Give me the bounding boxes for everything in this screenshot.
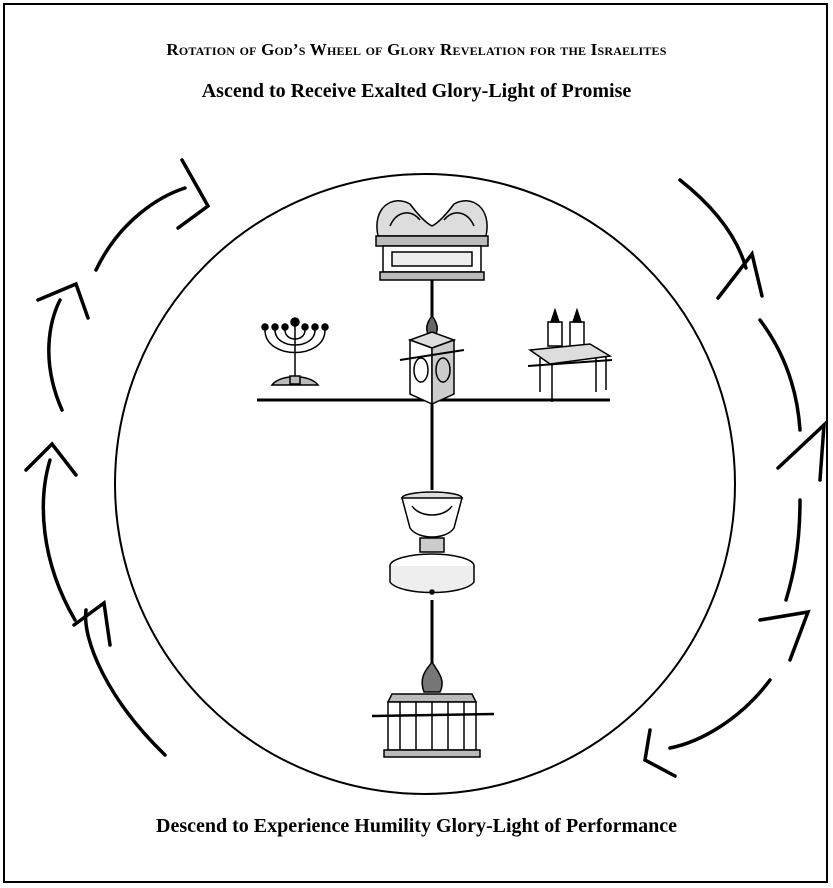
ascend-arrows-left <box>24 158 211 757</box>
top-caption: Ascend to Receive Exalted Glory-Light of… <box>201 80 632 102</box>
wheel-circle <box>114 173 736 795</box>
bottom-caption: Descend to Experience Humility Glory-Lig… <box>156 815 677 837</box>
descend-arrow-3 <box>784 498 802 602</box>
ascend-arrow-1 <box>83 608 167 757</box>
descend-arrow-2 <box>758 318 802 432</box>
descend-arrow-4 <box>668 678 772 750</box>
descend-arrowhead-1 <box>716 250 764 300</box>
descend-arrowhead-3 <box>758 609 811 662</box>
ascend-arrowhead-3 <box>36 281 90 320</box>
ascend-arrowhead-2 <box>24 441 78 477</box>
ascend-arrowhead-4 <box>176 158 211 230</box>
descend-arrows-right <box>643 178 827 778</box>
diagram-title: Rotation of God’s Wheel of Glory Revelat… <box>166 40 667 59</box>
altar-of-incense-icon <box>399 314 465 406</box>
descend-arrow-1 <box>678 178 748 270</box>
ascend-arrow-2 <box>41 458 77 622</box>
ascend-arrow-4 <box>94 186 187 272</box>
ark-of-covenant-icon <box>375 200 489 281</box>
brazen-altar-icon <box>371 660 495 758</box>
table-of-showbread-icon <box>527 307 613 402</box>
descend-arrowhead-4 <box>643 728 677 778</box>
menorah-icon <box>261 317 329 386</box>
page-border <box>3 3 828 883</box>
ascend-arrow-3 <box>47 298 64 412</box>
ascend-arrowhead-1 <box>72 599 112 647</box>
descend-arrowhead-2 <box>776 420 827 482</box>
laver-icon <box>389 491 475 595</box>
